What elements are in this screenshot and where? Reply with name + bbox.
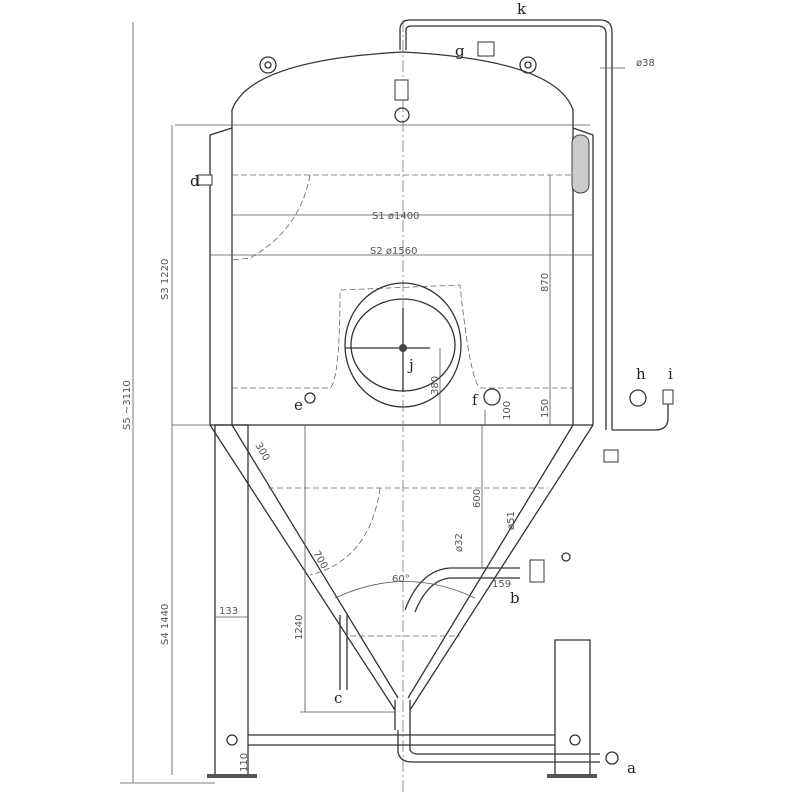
fittings-right: [197, 174, 674, 463]
dim-700: 700: [310, 549, 329, 571]
label-i: i: [668, 365, 673, 383]
dim-51: ø51: [506, 511, 517, 530]
lugs: [259, 56, 537, 74]
dim-870: 870: [540, 273, 551, 292]
label-h: h: [636, 365, 646, 383]
dim-32: ø32: [454, 533, 465, 552]
dim-300: 300: [252, 441, 271, 463]
dim-133: 133: [219, 606, 238, 617]
dim-1240: 1240: [294, 615, 305, 640]
dashed-regions: [231, 174, 573, 637]
dim-38: ø38: [636, 58, 655, 69]
dim-159: 159: [492, 579, 511, 590]
inner-pipe: [339, 552, 571, 690]
dim-110: 110: [239, 753, 250, 772]
label-g: g: [455, 42, 465, 60]
tank-body: [175, 20, 594, 795]
dim-s1: S1 ø1400: [372, 211, 419, 222]
dim-60deg: 60°: [392, 574, 410, 585]
dim-100: 100: [502, 401, 513, 420]
label-f: f: [472, 391, 479, 409]
pipe-k: [394, 19, 613, 430]
dim-s5: S5 ~3110: [122, 380, 133, 430]
nameplate-grid: [571, 134, 590, 194]
label-d: d: [190, 172, 200, 190]
dim-150: 150: [540, 399, 551, 418]
label-b: b: [510, 589, 520, 607]
bottom-outlet: [394, 700, 411, 730]
dimension-lines: [120, 22, 625, 784]
dim-380: 380: [430, 376, 441, 395]
dim-s4: S4 1440: [160, 604, 171, 645]
label-j: j: [407, 356, 414, 374]
manhole: [344, 282, 462, 408]
label-a: a: [627, 759, 636, 777]
jacket-left: [209, 125, 233, 425]
dim-s2: S2 ø1560: [370, 246, 417, 257]
label-k: k: [517, 0, 527, 18]
dim-s3: S3 1220: [160, 259, 171, 300]
label-c: c: [334, 689, 342, 707]
dim-600: 600: [472, 489, 483, 508]
label-e: e: [294, 396, 303, 414]
legs: [207, 424, 619, 778]
